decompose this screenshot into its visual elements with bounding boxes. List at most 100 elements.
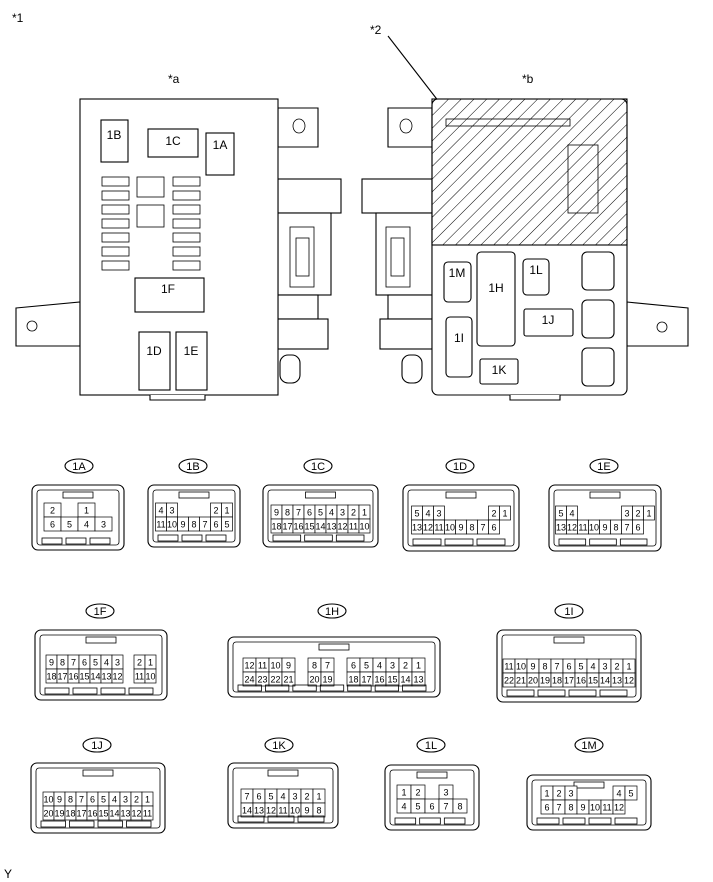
connector-foot-tab <box>292 684 317 692</box>
pin-number: 5 <box>415 802 420 812</box>
pin-cell <box>452 798 468 814</box>
connector-label-oval <box>64 458 94 474</box>
pin-number: 10 <box>290 806 300 816</box>
pin-number: 17 <box>564 676 574 686</box>
pin-cell <box>221 516 233 532</box>
connector-label-oval <box>445 458 475 474</box>
connector-foot-tab <box>412 538 442 546</box>
connector-latch <box>305 491 336 499</box>
socket-1K <box>479 358 519 385</box>
pin-cell <box>622 672 636 688</box>
pin-number: 23 <box>257 675 267 685</box>
pin-number: 7 <box>443 802 448 812</box>
connector-latch <box>445 491 477 499</box>
socket-1D <box>138 331 171 391</box>
socket-1A <box>205 132 235 176</box>
pin-cell <box>488 519 500 535</box>
pin-number: 5 <box>224 520 229 530</box>
pin-number: 16 <box>87 809 97 819</box>
pin-number: 3 <box>568 789 573 799</box>
connector-foot-tab <box>205 534 227 542</box>
pin-number: 5 <box>364 661 369 671</box>
pin-number: 1 <box>224 506 229 516</box>
pin-number: 6 <box>307 508 312 518</box>
pin-number: 4 <box>84 520 89 530</box>
connector-latch <box>573 781 605 789</box>
pin-number: 3 <box>123 795 128 805</box>
pin-number: 12 <box>614 803 624 813</box>
pin-number: 10 <box>589 523 599 533</box>
pin-number: 9 <box>286 661 291 671</box>
pin-cell <box>499 505 511 521</box>
connector-foot-tab <box>40 820 66 828</box>
pin-number: 1 <box>502 509 507 519</box>
pin-number: 3 <box>436 509 441 519</box>
junction-block-view-b: 1M 1H 1L 1I 1J 1K <box>361 98 689 401</box>
pin-number: 14 <box>315 522 325 532</box>
connector-label-oval <box>85 603 115 619</box>
page-note: *1 <box>12 11 24 25</box>
connector-foot-tab <box>265 684 290 692</box>
connector-foot-tab <box>89 537 111 545</box>
pin-number: 21 <box>516 676 526 686</box>
pin-number: 5 <box>93 658 98 668</box>
pin-number: 10 <box>145 672 155 682</box>
pin-number: 19 <box>322 675 332 685</box>
pin-number: 4 <box>377 661 382 671</box>
connector-foot-tab <box>267 815 295 823</box>
pin-number: 4 <box>569 509 574 519</box>
pin-number: 2 <box>403 661 408 671</box>
pin-number: 9 <box>57 795 62 805</box>
pin-number: 16 <box>68 672 78 682</box>
connector-foot-tab <box>614 817 638 825</box>
pin-number: 6 <box>82 658 87 668</box>
pin-number: 4 <box>590 662 595 672</box>
connector-foot-tab <box>319 684 345 692</box>
pin-number: 3 <box>292 792 297 802</box>
pin-number: 8 <box>568 803 573 813</box>
pin-number: 8 <box>312 661 317 671</box>
pin-number: 10 <box>167 520 177 530</box>
pin-number: 1 <box>362 508 367 518</box>
pin-cell <box>612 799 626 815</box>
pin-number: 18 <box>552 676 562 686</box>
connector-foot-tab <box>568 689 597 697</box>
connector-foot-tab <box>65 537 87 545</box>
pin-number: 20 <box>528 676 538 686</box>
pin-number: 8 <box>457 802 462 812</box>
fuse-grid-left <box>101 176 130 271</box>
pin-number: 5 <box>414 509 419 519</box>
connector-latch <box>318 643 350 651</box>
socket-1L <box>522 258 550 296</box>
connector-foot-tab <box>374 684 399 692</box>
pin-number: 1 <box>401 788 406 798</box>
connector-foot-tab <box>599 689 628 697</box>
pin-number: 6 <box>213 520 218 530</box>
pin-number: 9 <box>180 520 185 530</box>
connector-latch <box>178 491 210 499</box>
connector-foot-tab <box>558 538 587 546</box>
pin-number: 16 <box>374 675 384 685</box>
connector-inner-frame <box>531 779 647 826</box>
pin-number: 15 <box>387 675 397 685</box>
connector-label: 1A <box>72 461 86 473</box>
pin-cell <box>624 785 638 801</box>
connector-foot-tab <box>402 684 427 692</box>
pin-number: 9 <box>530 662 535 672</box>
connector-foot-tab <box>304 534 333 542</box>
connector-foot-tab <box>297 815 325 823</box>
pin-number: 1 <box>416 661 421 671</box>
connector-foot-tab <box>128 687 154 695</box>
pointer-note: *2 <box>370 23 382 37</box>
connector-foot-tab <box>69 820 95 828</box>
pin-number: 4 <box>104 658 109 668</box>
svg-text:1F: 1F <box>161 282 175 296</box>
pin-number: 17 <box>361 675 371 685</box>
pin-number: 20 <box>309 675 319 685</box>
pin-number: 18 <box>271 522 281 532</box>
pin-number: 16 <box>576 676 586 686</box>
